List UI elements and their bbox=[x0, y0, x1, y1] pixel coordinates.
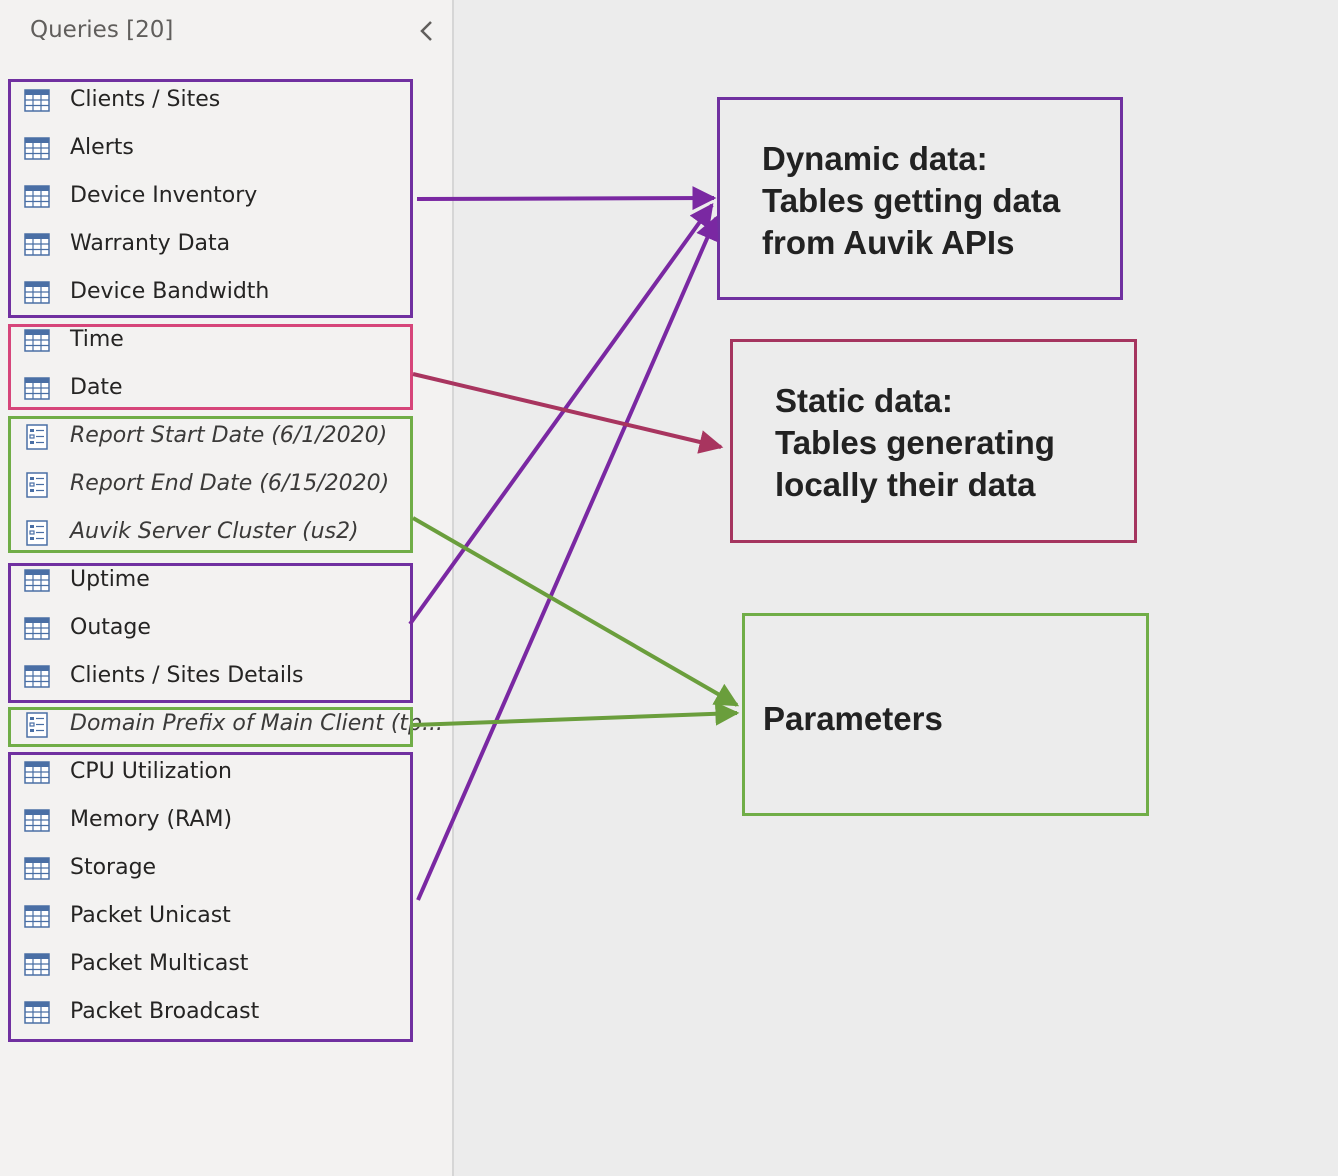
static-note-line-3: locally their data bbox=[775, 466, 1036, 503]
parameter-icon bbox=[24, 712, 50, 738]
table-icon bbox=[24, 760, 50, 786]
table-icon bbox=[24, 952, 50, 978]
arrow-parameter-2 bbox=[412, 701, 740, 727]
query-item-label: Clients / Sites bbox=[70, 87, 221, 112]
query-item-label: CPU Utilization bbox=[70, 759, 232, 784]
arrow-dynamic-3 bbox=[416, 215, 719, 901]
query-item[interactable]: Packet Unicast bbox=[10, 893, 410, 941]
table-icon bbox=[24, 232, 50, 258]
query-item[interactable]: Date bbox=[10, 365, 410, 413]
query-item[interactable]: Memory (RAM) bbox=[10, 797, 410, 845]
query-item-label: Date bbox=[70, 375, 123, 400]
parameters-note: Parameters bbox=[742, 613, 1149, 816]
query-item-label: Packet Broadcast bbox=[70, 999, 260, 1024]
query-item[interactable]: Alerts bbox=[10, 125, 410, 173]
query-item[interactable]: Domain Prefix of Main Client (tp... bbox=[10, 701, 443, 749]
arrow-parameter-1 bbox=[412, 516, 740, 707]
query-item[interactable]: CPU Utilization bbox=[10, 749, 410, 797]
query-item-label: Alerts bbox=[70, 135, 134, 160]
table-icon bbox=[24, 856, 50, 882]
query-item[interactable]: Report End Date (6/15/2020) bbox=[10, 461, 410, 509]
query-item-label: Packet Multicast bbox=[70, 951, 249, 976]
chevron-left-icon[interactable] bbox=[412, 16, 442, 46]
table-icon bbox=[24, 808, 50, 834]
queries-pane-title: Queries [20] bbox=[30, 17, 174, 43]
arrow-dynamic-2 bbox=[408, 203, 714, 626]
query-item-label: Storage bbox=[70, 855, 157, 880]
query-item-label: Auvik Server Cluster (us2) bbox=[70, 519, 359, 544]
table-icon bbox=[24, 136, 50, 162]
table-icon bbox=[24, 616, 50, 642]
table-icon bbox=[24, 376, 50, 402]
table-icon bbox=[24, 568, 50, 594]
query-item-label: Memory (RAM) bbox=[70, 807, 233, 832]
query-item-label: Report End Date (6/15/2020) bbox=[70, 471, 390, 496]
static-data-note: Static data: Tables generating locally t… bbox=[730, 339, 1137, 543]
query-item-label: Report Start Date (6/1/2020) bbox=[70, 423, 388, 448]
static-note-line-1: Static data: bbox=[775, 382, 953, 419]
arrow-dynamic-1 bbox=[416, 186, 717, 211]
query-item-label: Packet Unicast bbox=[70, 903, 231, 928]
static-note-line-2: Tables generating bbox=[775, 424, 1055, 461]
query-item-label: Domain Prefix of Main Client (tp... bbox=[70, 711, 443, 736]
query-item[interactable]: Clients / Sites bbox=[10, 77, 410, 125]
query-item-label: Time bbox=[70, 327, 124, 352]
table-icon bbox=[24, 664, 50, 690]
query-item-label: Clients / Sites Details bbox=[70, 663, 304, 688]
arrow-static bbox=[412, 372, 724, 454]
table-icon bbox=[24, 184, 50, 210]
query-item[interactable]: Auvik Server Cluster (us2) bbox=[10, 509, 410, 557]
query-item[interactable]: Outage bbox=[10, 605, 410, 653]
dynamic-note-line-1: Dynamic data: bbox=[762, 140, 988, 177]
query-item-label: Outage bbox=[70, 615, 151, 640]
query-item[interactable]: Packet Multicast bbox=[10, 941, 410, 989]
query-item[interactable]: Clients / Sites Details bbox=[10, 653, 410, 701]
query-item-label: Warranty Data bbox=[70, 231, 231, 256]
query-item[interactable]: Time bbox=[10, 317, 410, 365]
query-item-label: Device Bandwidth bbox=[70, 279, 270, 304]
dynamic-data-note: Dynamic data: Tables getting data from A… bbox=[717, 97, 1123, 300]
table-icon bbox=[24, 88, 50, 114]
parameter-icon bbox=[24, 472, 50, 498]
query-item-label: Uptime bbox=[70, 567, 150, 592]
table-icon bbox=[24, 904, 50, 930]
query-item[interactable]: Packet Broadcast bbox=[10, 989, 410, 1037]
query-item[interactable]: Storage bbox=[10, 845, 410, 893]
parameter-icon bbox=[24, 424, 50, 450]
table-icon bbox=[24, 1000, 50, 1026]
dynamic-note-line-3: from Auvik APIs bbox=[762, 224, 1015, 261]
query-item[interactable]: Device Bandwidth bbox=[10, 269, 410, 317]
query-item[interactable]: Uptime bbox=[10, 557, 410, 605]
query-item-label: Device Inventory bbox=[70, 183, 258, 208]
query-item[interactable]: Report Start Date (6/1/2020) bbox=[10, 413, 410, 461]
table-icon bbox=[24, 328, 50, 354]
parameter-icon bbox=[24, 520, 50, 546]
query-item[interactable]: Device Inventory bbox=[10, 173, 410, 221]
table-icon bbox=[24, 280, 50, 306]
query-item[interactable]: Warranty Data bbox=[10, 221, 410, 269]
dynamic-note-line-2: Tables getting data bbox=[762, 182, 1061, 219]
parameters-note-line-1: Parameters bbox=[763, 700, 943, 737]
